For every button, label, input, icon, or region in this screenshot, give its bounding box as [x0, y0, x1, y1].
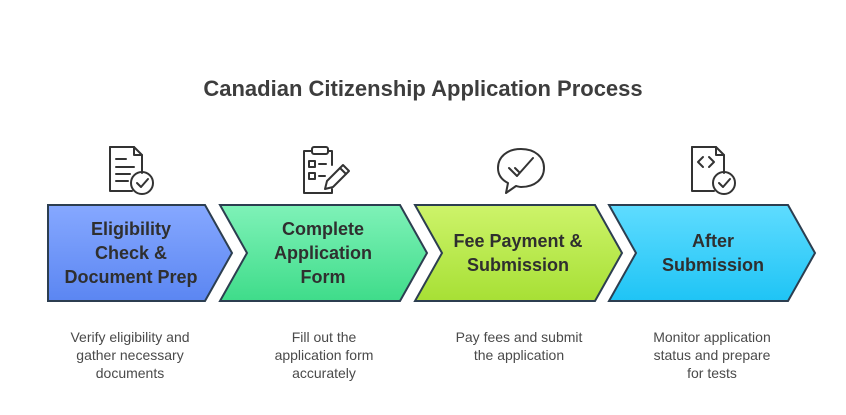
step-3-label: Fee Payment &Submission: [453, 231, 583, 275]
diagram-title: Canadian Citizenship Application Process: [203, 76, 643, 101]
step-2-chevron: [218, 204, 429, 302]
step-3-chevron: [413, 204, 624, 302]
document-check-icon: [104, 143, 160, 199]
step-1-chevron: [47, 204, 234, 302]
checklist-pencil-icon: [298, 143, 354, 199]
code-document-check-icon: [686, 143, 742, 199]
speech-check-icon: [493, 143, 549, 199]
step-4-chevron: [607, 204, 817, 302]
